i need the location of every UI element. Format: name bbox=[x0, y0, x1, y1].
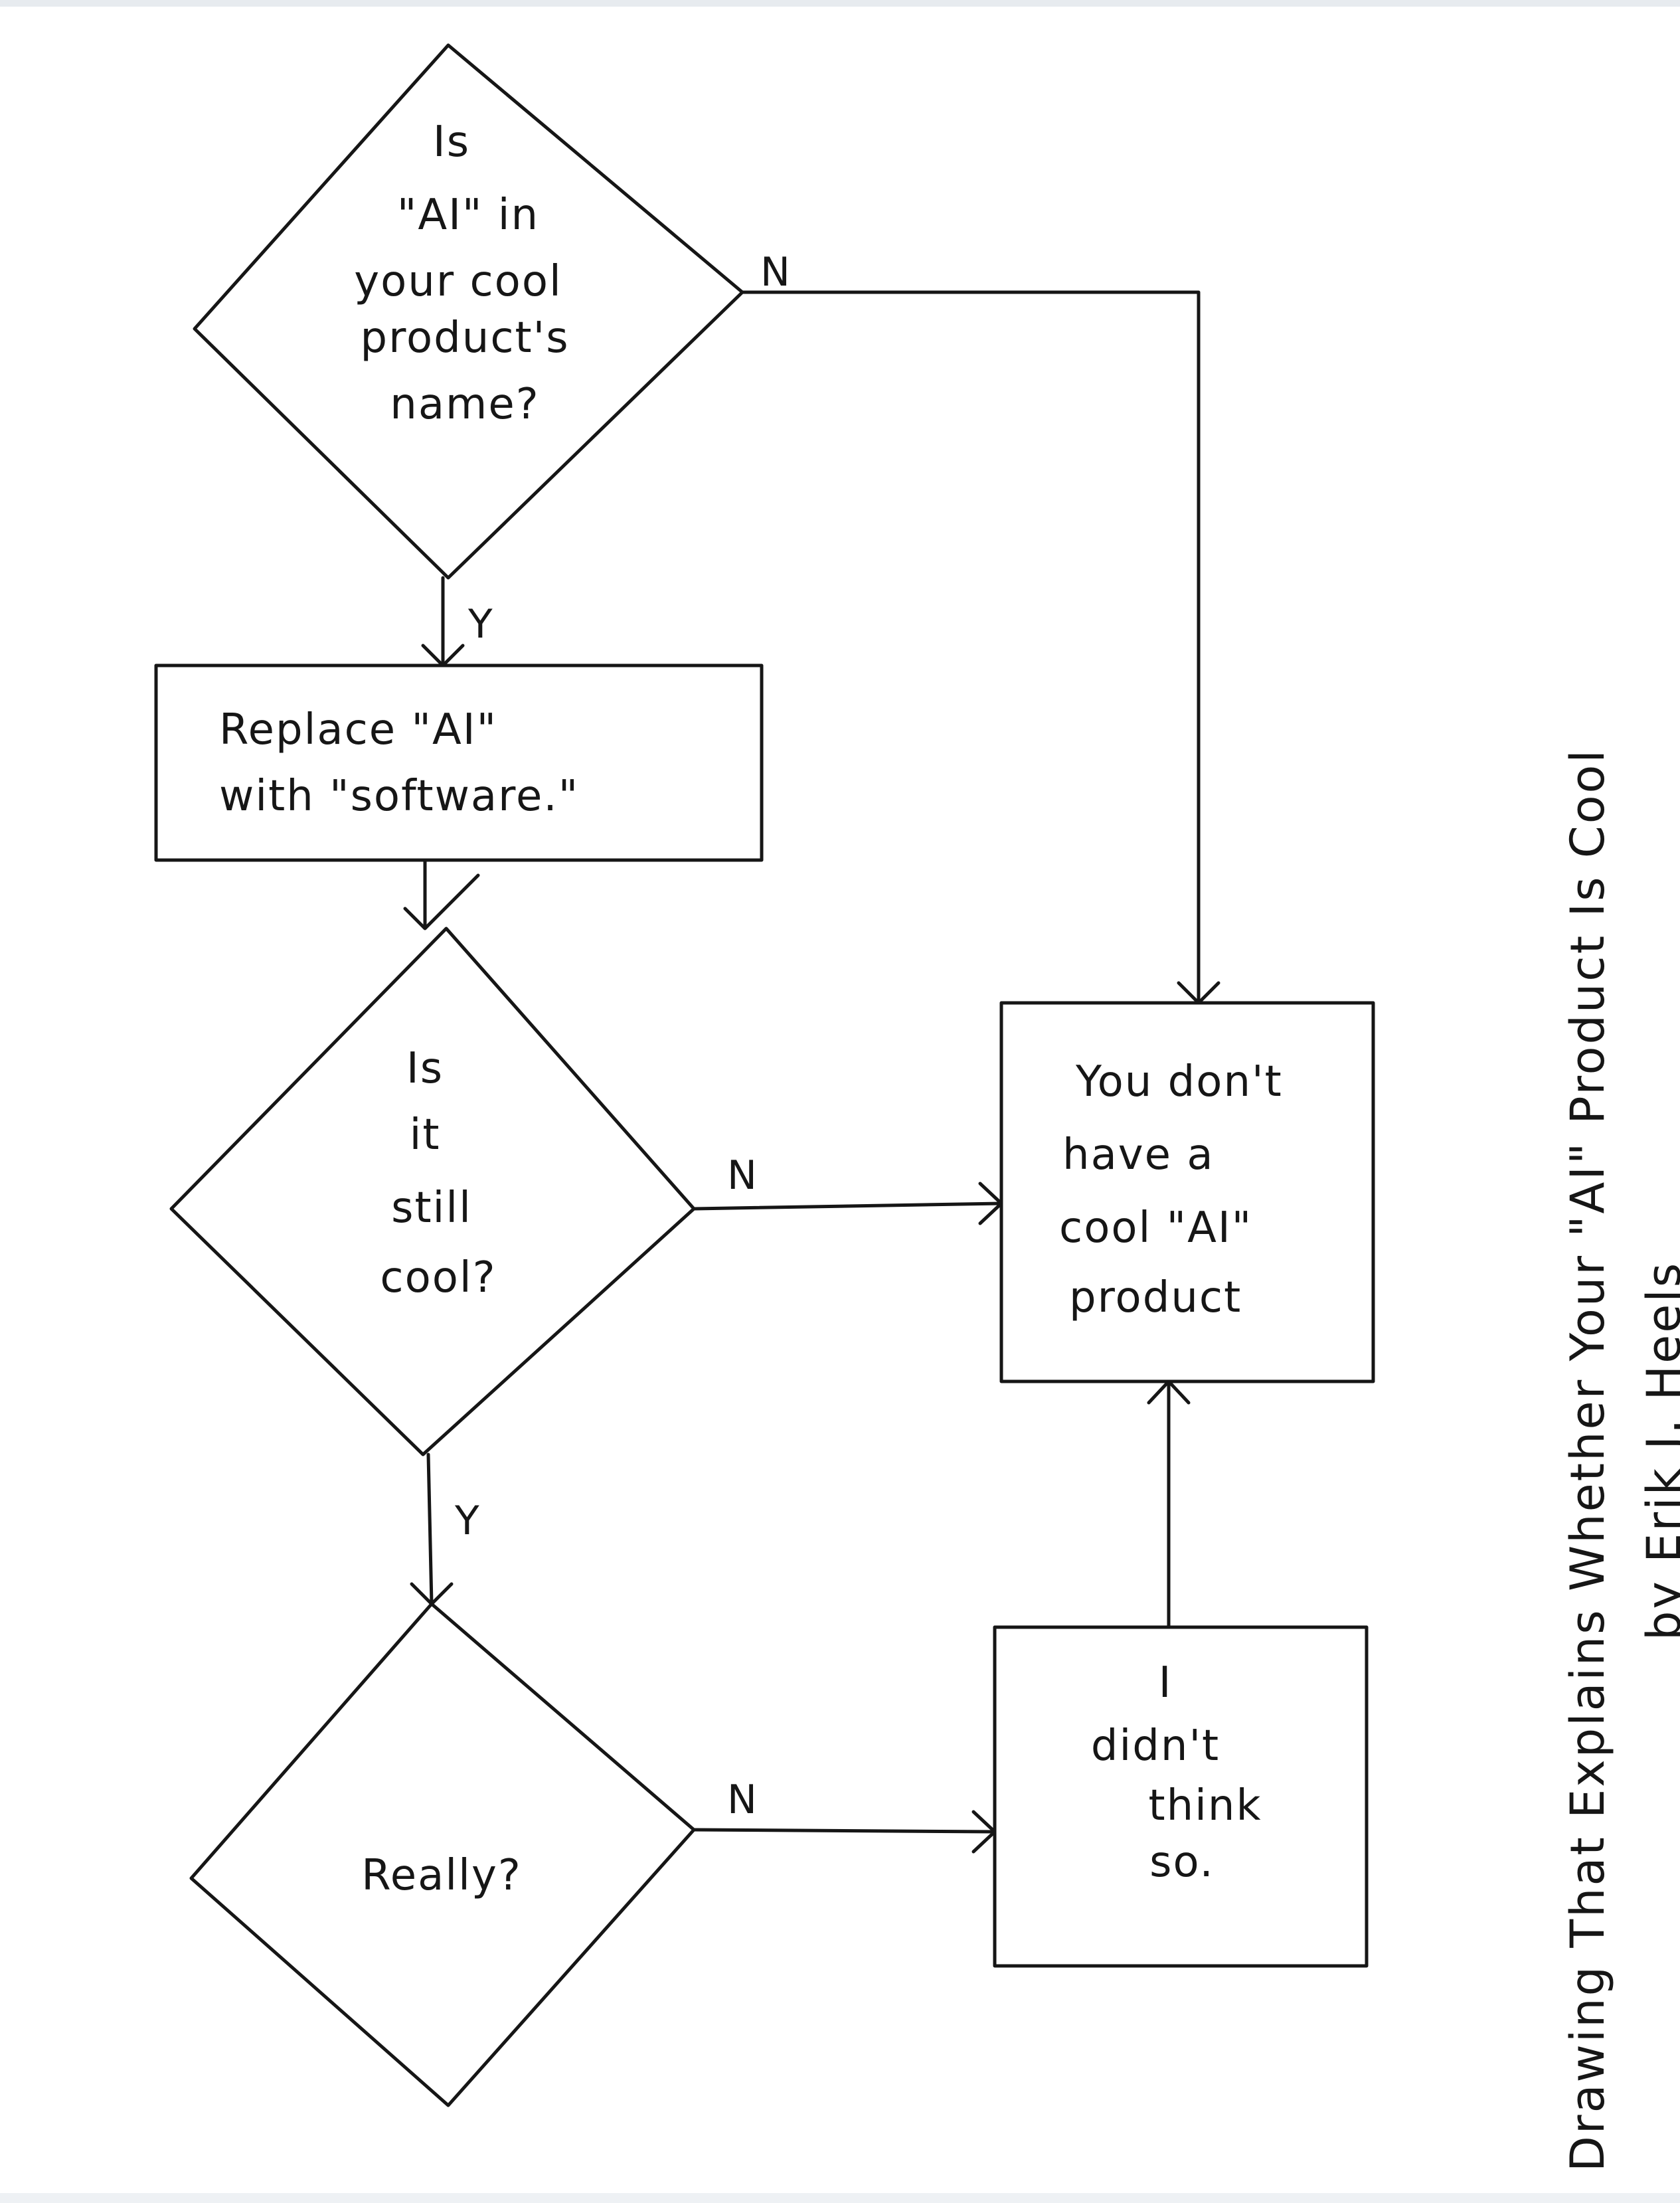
label-q2-no: N bbox=[727, 1152, 757, 1199]
decision-still-cool-text: Is it still cool? bbox=[380, 1044, 496, 1302]
result-not-cool-text: You don't have a cool "AI" product bbox=[1059, 1057, 1283, 1322]
q1-line-4: product's bbox=[360, 313, 569, 363]
edge-replace-to-q2 bbox=[403, 858, 480, 930]
q2-line-2: it bbox=[410, 1110, 441, 1160]
thought-line-2: didn't bbox=[1091, 1721, 1220, 1771]
q1-line-5: name? bbox=[390, 380, 539, 429]
result-line-2: have a bbox=[1062, 1130, 1215, 1180]
edge-q2-no bbox=[692, 1182, 1003, 1225]
q1-line-3: your cool bbox=[354, 257, 562, 306]
label-q1-no: N bbox=[760, 249, 790, 296]
edge-thought-to-result bbox=[1147, 1379, 1191, 1629]
process-replace-ai bbox=[154, 663, 764, 862]
result-line-1: You don't bbox=[1075, 1057, 1283, 1106]
result-line-3: cool "AI" bbox=[1059, 1203, 1252, 1253]
edge-q2-yes bbox=[410, 1453, 454, 1606]
q2-line-1: Is bbox=[406, 1044, 444, 1093]
replace-line-1: Replace "AI" bbox=[219, 705, 497, 754]
label-q3-no: N bbox=[727, 1777, 757, 1823]
q1-line-2: "AI" in bbox=[397, 191, 539, 240]
decision-ai-in-name bbox=[193, 43, 744, 580]
result-not-cool bbox=[999, 1001, 1375, 1383]
label-q2-yes: Y bbox=[454, 1498, 479, 1544]
drawing-byline: by Erik J. Heels bbox=[1637, 1261, 1680, 1640]
edge-q1-no bbox=[740, 290, 1220, 1005]
decision-still-cool bbox=[169, 926, 696, 1456]
thought-line-1: I bbox=[1159, 1658, 1173, 1708]
q2-line-3: still bbox=[391, 1184, 472, 1233]
decision-really bbox=[189, 1602, 696, 2107]
thought-line-3: think bbox=[1148, 1781, 1262, 1830]
scan-top-edge bbox=[0, 0, 1680, 7]
process-replace-ai-text: Replace "AI" with "software." bbox=[219, 705, 579, 821]
q1-line-1: Is bbox=[433, 118, 470, 167]
decision-really-text: Really? bbox=[361, 1851, 522, 1900]
decision-ai-in-name-text: Is "AI" in your cool product's name? bbox=[354, 118, 569, 429]
result-didnt-think-so-text: I didn't think so. bbox=[1091, 1658, 1262, 1887]
label-q1-yes: Y bbox=[467, 601, 493, 648]
scan-bottom-edge bbox=[0, 2193, 1680, 2203]
drawing-title: Drawing That Explains Whether Your "AI" … bbox=[1560, 748, 1615, 2172]
edge-q3-no bbox=[692, 1810, 997, 1854]
result-didnt-think-so bbox=[993, 1625, 1369, 1968]
q3-line-1: Really? bbox=[361, 1851, 522, 1900]
result-line-4: product bbox=[1069, 1273, 1242, 1322]
thought-line-4: so. bbox=[1149, 1838, 1215, 1887]
q2-line-4: cool? bbox=[380, 1253, 496, 1302]
edge-q1-yes bbox=[421, 576, 465, 667]
replace-line-2: with "software." bbox=[219, 772, 579, 821]
